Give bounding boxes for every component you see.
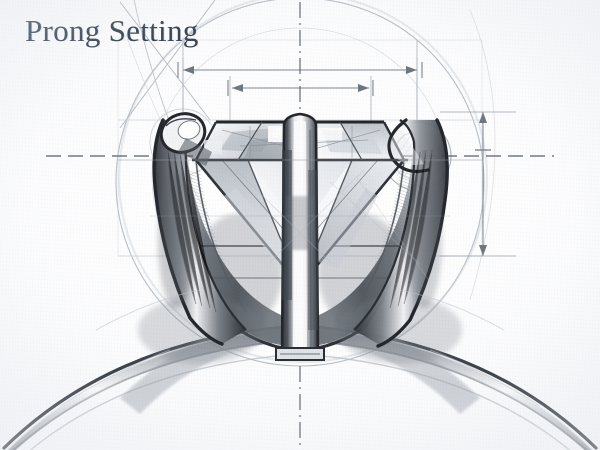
prong-center bbox=[275, 112, 325, 361]
page-title: Prong Setting bbox=[25, 13, 199, 48]
